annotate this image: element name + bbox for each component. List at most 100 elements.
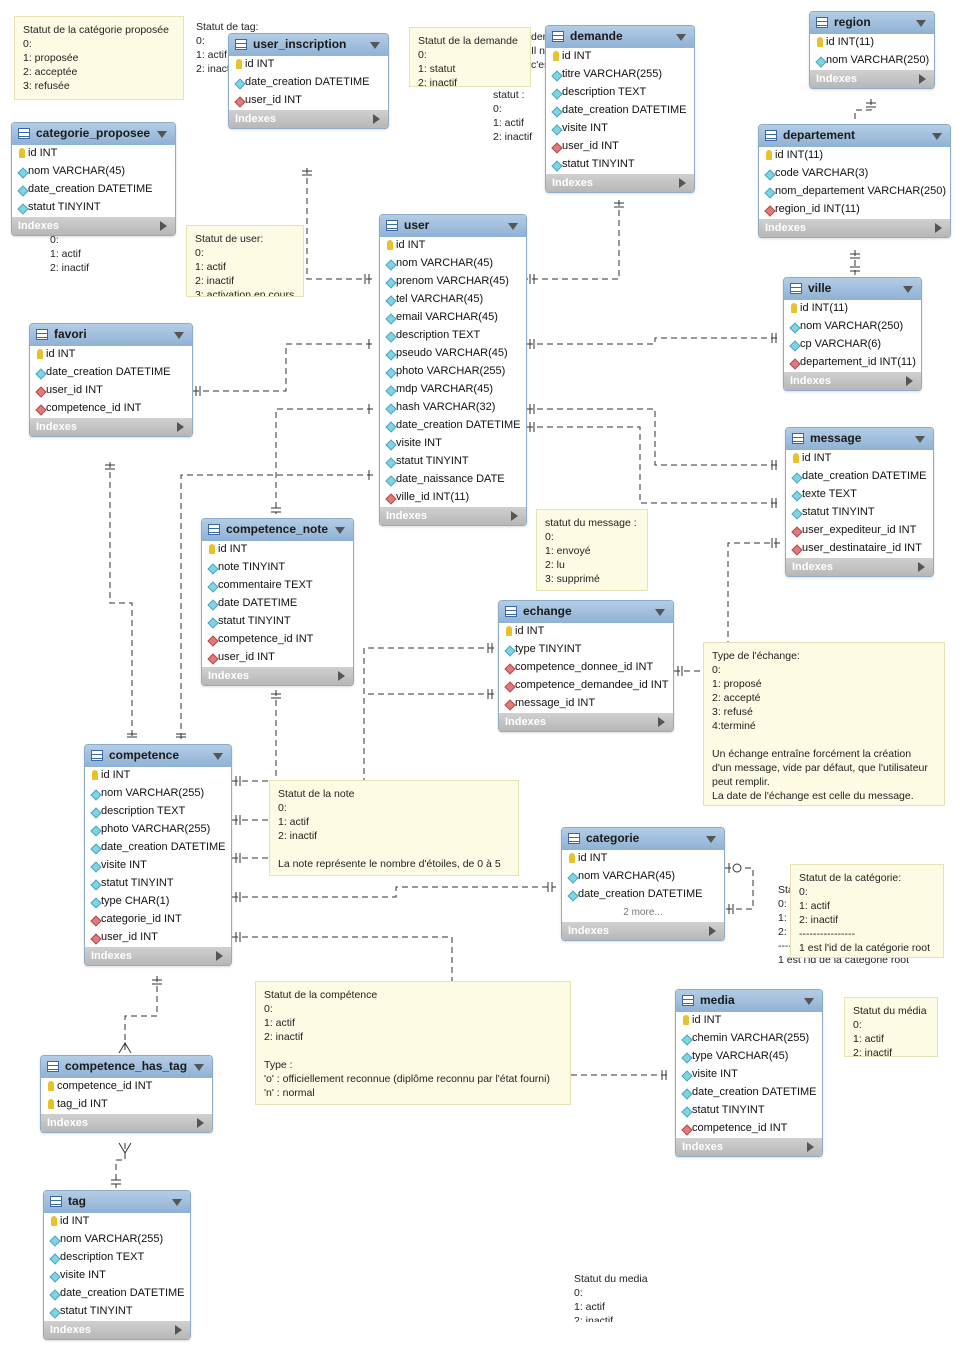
table-header[interactable]: demande: [546, 26, 694, 48]
table-field[interactable]: type TINYINT: [499, 641, 673, 659]
collapse-arrow-icon[interactable]: [676, 34, 686, 41]
table-field[interactable]: date_creation DATETIME: [30, 364, 192, 382]
table-field[interactable]: user_id INT: [30, 382, 192, 400]
table-field[interactable]: id INT: [546, 48, 694, 66]
table-field[interactable]: nom_departement VARCHAR(250): [759, 183, 950, 201]
table-field[interactable]: mdp VARCHAR(45): [380, 381, 526, 399]
table-field[interactable]: statut TINYINT: [202, 613, 353, 631]
table-field[interactable]: id INT(11): [784, 300, 921, 318]
expand-arrow-icon[interactable]: [511, 511, 518, 521]
expand-arrow-icon[interactable]: [658, 717, 665, 727]
expand-arrow-icon[interactable]: [906, 376, 913, 386]
table-header[interactable]: tag: [44, 1191, 190, 1213]
table-field[interactable]: tag_id INT: [41, 1096, 212, 1114]
table-field[interactable]: user_id INT: [229, 92, 388, 110]
table-field[interactable]: user_destinataire_id INT: [786, 540, 933, 558]
table-header[interactable]: message: [786, 428, 933, 450]
indexes-section[interactable]: Indexes: [12, 217, 175, 235]
table-field[interactable]: id INT: [12, 145, 175, 163]
collapse-arrow-icon[interactable]: [655, 609, 665, 616]
table-field[interactable]: id INT: [229, 56, 388, 74]
table-field[interactable]: email VARCHAR(45): [380, 309, 526, 327]
expand-arrow-icon[interactable]: [160, 221, 167, 231]
table-field[interactable]: nom VARCHAR(250): [784, 318, 921, 336]
expand-arrow-icon[interactable]: [197, 1118, 204, 1128]
indexes-section[interactable]: Indexes: [786, 558, 933, 576]
collapse-arrow-icon[interactable]: [172, 1199, 182, 1206]
expand-arrow-icon[interactable]: [709, 926, 716, 936]
table-field[interactable]: date_creation DATETIME: [562, 886, 724, 904]
table-header[interactable]: user_inscription: [229, 34, 388, 56]
table-field[interactable]: date_creation DATETIME: [12, 181, 175, 199]
expand-arrow-icon[interactable]: [807, 1142, 814, 1152]
indexes-section[interactable]: Indexes: [562, 922, 724, 940]
table-field[interactable]: user_id INT: [546, 138, 694, 156]
table-field[interactable]: type VARCHAR(45): [676, 1048, 822, 1066]
indexes-section[interactable]: Indexes: [810, 70, 934, 88]
table-field[interactable]: statut TINYINT: [546, 156, 694, 174]
collapse-arrow-icon[interactable]: [213, 753, 223, 760]
table-field[interactable]: id INT: [30, 346, 192, 364]
table-field[interactable]: user_expediteur_id INT: [786, 522, 933, 540]
table-header[interactable]: competence: [85, 745, 231, 767]
table-field[interactable]: hash VARCHAR(32): [380, 399, 526, 417]
table-field[interactable]: visite INT: [85, 857, 231, 875]
table-field[interactable]: id INT: [562, 850, 724, 868]
indexes-section[interactable]: Indexes: [85, 947, 231, 965]
table-header[interactable]: competence_note: [202, 519, 353, 541]
collapse-arrow-icon[interactable]: [706, 836, 716, 843]
table-field[interactable]: id INT(11): [759, 147, 950, 165]
table-field[interactable]: date_creation DATETIME: [546, 102, 694, 120]
collapse-arrow-icon[interactable]: [915, 436, 925, 443]
indexes-section[interactable]: Indexes: [229, 110, 388, 128]
table-field[interactable]: tel VARCHAR(45): [380, 291, 526, 309]
table-field[interactable]: prenom VARCHAR(45): [380, 273, 526, 291]
table-field[interactable]: statut TINYINT: [44, 1303, 190, 1321]
table-field[interactable]: user_id INT: [85, 929, 231, 947]
table-field[interactable]: categorie_id INT: [85, 911, 231, 929]
table-field[interactable]: competence_demandee_id INT: [499, 677, 673, 695]
table-field[interactable]: visite INT: [44, 1267, 190, 1285]
table-field[interactable]: texte TEXT: [786, 486, 933, 504]
table-field[interactable]: commentaire TEXT: [202, 577, 353, 595]
collapse-arrow-icon[interactable]: [903, 286, 913, 293]
table-field[interactable]: statut TINYINT: [12, 199, 175, 217]
table-header[interactable]: competence_has_tag: [41, 1056, 212, 1078]
table-field[interactable]: statut TINYINT: [380, 453, 526, 471]
collapse-arrow-icon[interactable]: [335, 527, 345, 534]
table-field[interactable]: departement_id INT(11): [784, 354, 921, 372]
indexes-section[interactable]: Indexes: [41, 1114, 212, 1132]
expand-arrow-icon[interactable]: [338, 671, 345, 681]
indexes-section[interactable]: Indexes: [44, 1321, 190, 1339]
table-field[interactable]: code VARCHAR(3): [759, 165, 950, 183]
table-field[interactable]: id INT: [380, 237, 526, 255]
table-field[interactable]: photo VARCHAR(255): [85, 821, 231, 839]
table-field[interactable]: statut TINYINT: [85, 875, 231, 893]
collapse-arrow-icon[interactable]: [916, 20, 926, 27]
collapse-arrow-icon[interactable]: [370, 42, 380, 49]
indexes-section[interactable]: Indexes: [30, 418, 192, 436]
table-field[interactable]: description TEXT: [546, 84, 694, 102]
table-field[interactable]: date_naissance DATE: [380, 471, 526, 489]
table-field[interactable]: photo VARCHAR(255): [380, 363, 526, 381]
table-field[interactable]: visite INT: [546, 120, 694, 138]
table-header[interactable]: user: [380, 215, 526, 237]
expand-arrow-icon[interactable]: [373, 114, 380, 124]
table-field[interactable]: visite INT: [676, 1066, 822, 1084]
table-field[interactable]: nom VARCHAR(255): [44, 1231, 190, 1249]
expand-arrow-icon[interactable]: [919, 74, 926, 84]
table-field[interactable]: nom VARCHAR(45): [380, 255, 526, 273]
collapse-arrow-icon[interactable]: [508, 223, 518, 230]
table-field[interactable]: date_creation DATETIME: [85, 839, 231, 857]
